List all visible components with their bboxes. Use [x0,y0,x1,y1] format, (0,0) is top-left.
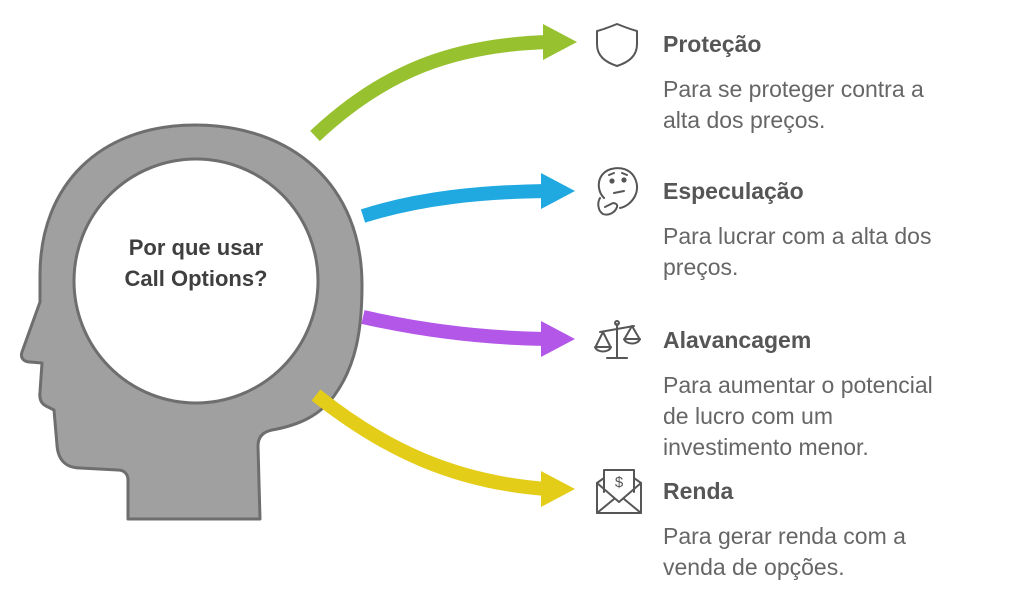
item-title: Especulação [663,178,804,204]
item-description-line: Para se proteger contra a [663,76,924,102]
arrow-especulacao [360,173,575,223]
item-title: Proteção [663,31,762,57]
money-envelope-icon: $ [596,469,642,514]
shield-icon [596,23,638,67]
item-title: Renda [663,478,734,504]
item-description-line: Para aumentar o potencial [663,372,933,398]
head-thought-circle [72,157,320,405]
balance-scale-icon [594,320,641,359]
center-question: Por que usar Call Options? [80,232,312,294]
item-description-line: preços. [663,254,739,280]
svg-text:$: $ [615,474,624,491]
center-question-line-1: Por que usar [128,235,264,260]
arrow-protecao [310,24,577,142]
item-title: Alavancagem [663,327,812,353]
item-description-line: venda de opções. [663,554,845,580]
thinking-face-icon [597,167,639,216]
arrow-renda [311,389,575,507]
center-question-line-2: Call Options? [124,266,268,291]
item-description-line: Para lucrar com a alta dos [663,223,932,249]
item-description-line: Para gerar renda com a [663,523,906,549]
item-renda: Renda Para gerar renda com a venda de op… [663,477,1013,583]
item-description: Para aumentar o potencial de lucro com u… [663,370,1013,463]
item-description-line: de lucro com um [663,403,834,429]
item-description-line: investimento menor. [663,434,869,460]
item-description: Para se proteger contra a alta dos preço… [663,74,1013,136]
item-description: Para lucrar com a alta dos preços. [663,221,1013,283]
item-protecao: Proteção Para se proteger contra a alta … [663,30,1013,136]
item-especulacao: Especulação Para lucrar com a alta dos p… [663,177,1013,283]
item-alavancagem: Alavancagem Para aumentar o potencial de… [663,326,1013,463]
item-description: Para gerar renda com a venda de opções. [663,521,1013,583]
item-description-line: alta dos preços. [663,107,826,133]
arrow-alavancagem [361,310,575,357]
